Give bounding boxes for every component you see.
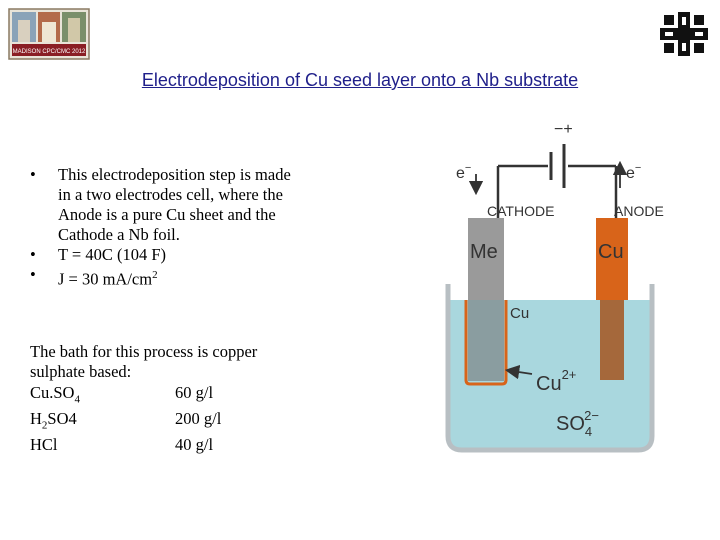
- bullet-item: • T = 40C (104 F): [30, 245, 360, 265]
- slide-title: Electrodeposition of Cu seed layer onto …: [141, 70, 579, 90]
- copper-deposit-layer: [464, 300, 508, 386]
- ion-migration-arrow: [504, 364, 533, 380]
- chemical-row: HCl 40 g/l: [30, 435, 360, 461]
- anode-metal-label: Cu: [598, 241, 624, 263]
- chemical-amount: 200 g/l: [175, 409, 222, 428]
- copper-ion-label: Cu2+: [536, 367, 576, 395]
- laboratory-logo: [660, 12, 708, 56]
- logo-caption: MADISON CPC/CMC 2012: [13, 49, 86, 55]
- battery-polarity-label: −+: [554, 121, 573, 138]
- cathode-metal-label: Me: [470, 241, 498, 263]
- bullet-line: This electrodeposition step is made: [58, 165, 291, 184]
- chemical-amount: 40 g/l: [175, 435, 214, 454]
- current-density-text: J = 30 mA/cm: [58, 269, 153, 289]
- bath-intro-line: The bath for this process is copper: [30, 342, 258, 361]
- electron-label-right: e−: [626, 162, 641, 182]
- bath-composition: The bath for this process is copper sulp…: [30, 342, 360, 461]
- current-density-exponent: 2: [152, 269, 158, 281]
- bath-intro-line: sulphate based:: [30, 362, 132, 381]
- deposit-label: Cu: [510, 305, 529, 322]
- chemical-name: Cu.SO4: [30, 383, 80, 406]
- cell-vessel: [445, 284, 655, 453]
- bullet-marker: •: [30, 265, 36, 284]
- bullet-marker: •: [30, 245, 36, 264]
- bullet-marker: •: [30, 165, 36, 184]
- electron-label-left: e−: [456, 162, 471, 182]
- bullet-line: J = 30 mA/cm2: [58, 265, 360, 290]
- bullet-list: • This electrodeposition step is made in…: [30, 165, 360, 290]
- electrodeposition-cell-diagram: −+ e− e− CATHODE ANODE Me Cu Cu Cu2+ SO4…: [445, 121, 664, 453]
- chemical-amount: 60 g/l: [175, 383, 214, 402]
- bullet-line: in a two electrodes cell, where the: [58, 185, 283, 204]
- anode-submerged: [600, 300, 624, 380]
- anode-label: ANODE: [614, 203, 664, 219]
- bullet-item: • This electrodeposition step is made in…: [30, 165, 360, 245]
- chemical-row: Cu.SO4 60 g/l: [30, 383, 360, 409]
- bullet-line: Cathode a Nb foil.: [58, 225, 180, 244]
- chemical-name: H2SO4: [30, 409, 77, 432]
- chemical-row: H2SO4 200 g/l: [30, 409, 360, 435]
- bullet-line: Anode is a pure Cu sheet and the: [58, 205, 276, 224]
- sulfate-ion-label: SO42−: [556, 408, 599, 439]
- anode-electrode: [596, 218, 628, 300]
- conference-logo: MADISON CPC/CMC 2012: [8, 8, 90, 60]
- cathode-label: CATHODE: [487, 203, 554, 219]
- bullet-item: • J = 30 mA/cm2: [30, 265, 360, 290]
- bullet-line: T = 40C (104 F): [58, 245, 167, 264]
- chemical-name: HCl: [30, 435, 58, 454]
